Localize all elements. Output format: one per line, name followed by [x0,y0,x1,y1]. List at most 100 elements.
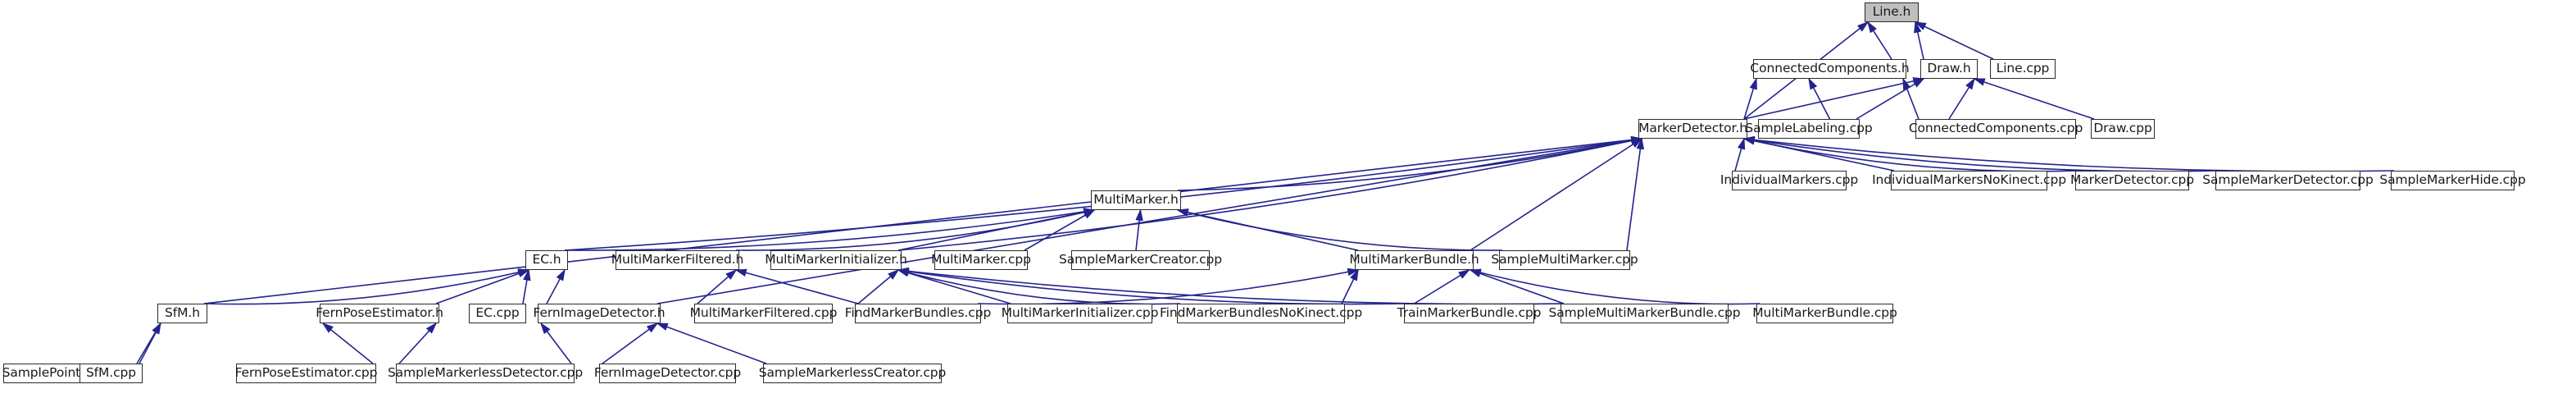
graph-node-label: MultiMarkerBundle.h [1349,252,1479,268]
graph-node-multimarker-h[interactable]: MultiMarker.h [1091,190,1181,210]
graph-node-sfm-cpp[interactable]: SfM.cpp [80,364,143,383]
graph-node-label: SampleMarkerlessDetector.cpp [387,365,584,381]
graph-node-multimarkerfiltered-cpp[interactable]: MultiMarkerFiltered.cpp [690,304,837,323]
graph-node-label: MultiMarkerInitializer.cpp [1001,305,1159,321]
graph-node-line-cpp[interactable]: Line.cpp [1990,59,2056,79]
graph-node-multimarkerfiltered-h[interactable]: MultiMarkerFiltered.h [611,250,743,270]
graph-node-label: FernPoseEstimator.h [316,305,443,321]
graph-node-label: TrainMarkerBundle.cpp [1397,305,1542,321]
graph-edge [735,208,1096,251]
graph-edge [897,268,1181,305]
graph-edge [139,322,161,364]
graph-node-multimarkerbundle-cpp[interactable]: MultiMarkerBundle.cpp [1752,304,1897,323]
graph-node-markerdetector-cpp[interactable]: MarkerDetector.cpp [2070,171,2194,190]
graph-edge [398,322,438,364]
graph-node-label: MultiMarker.h [1093,192,1179,208]
graph-edge [1469,268,1760,305]
graph-node-samplemultimarker-cpp[interactable]: SampleMultiMarker.cpp [1491,250,1638,270]
graph-edge [1341,268,1359,304]
graph-node-samplemarkerlesscreator-cpp[interactable]: SampleMarkerlessCreator.cpp [759,364,946,383]
graph-node-label: SfM.h [165,305,200,321]
graph-edge [564,208,1096,251]
graph-node-label: FernPoseEstimator.cpp [234,365,378,381]
graph-node-label: Draw.cpp [2093,121,2152,136]
graph-node-sfm-h[interactable]: SfM.h [157,304,207,323]
graph-edge [897,269,1011,304]
graph-node-fernposeestimator-h[interactable]: FernPoseEstimator.h [316,304,443,323]
graph-edge [857,268,900,304]
graph-node-individualmarkersnokinect-cpp[interactable]: IndividualMarkersNoKinect.cpp [1872,171,2066,190]
graph-edge [1902,77,1920,120]
graph-node-samplemarkercreator-cpp[interactable]: SampleMarkerCreator.cpp [1059,250,1222,270]
graph-node-label: FernImageDetector.cpp [593,365,742,381]
graph-node-findmarkerbundles-cpp[interactable]: FindMarkerBundles.cpp [845,304,991,323]
graph-node-ec-h[interactable]: EC.h [525,250,568,270]
graph-edge [1626,137,1645,251]
graph-node-samplemarkerhide-cpp[interactable]: SampleMarkerHide.cpp [2379,171,2526,190]
graph-node-label: ConnectedComponents.cpp [1908,121,2083,136]
graph-node-label: EC.h [532,252,561,268]
graph-node-fernimagedetector-cpp[interactable]: FernImageDetector.cpp [594,364,741,383]
graph-node-multimarkerinitializer-h[interactable]: MultiMarkerInitializer.h [765,250,907,270]
graph-edge [203,268,530,305]
graph-node-label: MarkerDetector.cpp [2069,172,2195,188]
graph-edge [656,323,767,364]
graph-edge [435,269,530,304]
graph-node-line-h[interactable]: Line.h [1865,2,1919,22]
graph-node-label: SampleMarkerDetector.cpp [2202,172,2374,188]
graph-node-label: Draw.h [1927,61,1971,76]
graph-edge [546,268,566,304]
graph-edge [1742,136,1895,172]
graph-node-individualmarkers-cpp[interactable]: IndividualMarkers.cpp [1720,171,1858,190]
graph-node-fernimagedetector-h[interactable]: FernImageDetector.h [533,304,666,323]
graph-edge [734,268,859,304]
graph-node-label: MarkerDetector.h [1638,121,1747,136]
graph-node-draw-h[interactable]: Draw.h [1920,59,1978,79]
graph-node-label: SampleMarkerHide.cpp [2379,172,2526,188]
graph-edge [897,268,1408,305]
graph-node-connectedcomponents-h[interactable]: ConnectedComponents.h [1750,59,1910,79]
graph-node-fernposeestimator-cpp[interactable]: FernPoseEstimator.cpp [235,364,378,383]
graph-node-draw-cpp[interactable]: Draw.cpp [2091,119,2155,139]
graph-node-samplelabeling-cpp[interactable]: SampleLabeling.cpp [1745,119,1873,139]
graph-node-connectedcomponents-cpp[interactable]: ConnectedComponents.cpp [1909,119,2083,139]
graph-node-samplemultimarkerbundle-cpp[interactable]: SampleMultiMarkerBundle.cpp [1549,304,1741,323]
graph-edge [321,322,374,364]
graph-edge [1856,78,1925,120]
graph-node-label: MultiMarkerFiltered.cpp [689,305,838,321]
graph-node-label: IndividualMarkersNoKinect.cpp [1872,172,2066,188]
graph-node-multimarkerbundle-h[interactable]: MultiMarkerBundle.h [1349,250,1479,270]
graph-edge [1808,77,1831,120]
graph-edge [697,268,738,304]
graph-node-ec-cpp[interactable]: EC.cpp [469,304,526,323]
graph-node-label: Line.cpp [1996,61,2050,76]
graph-edge [1742,135,2395,172]
graph-node-multimarkerinitializer-cpp[interactable]: MultiMarkerInitializer.cpp [1002,304,1159,323]
graph-node-label: SampleMultiMarkerBundle.cpp [1548,305,1741,321]
graph-edge [136,322,161,364]
graph-node-samplemarkerdetector-cpp[interactable]: SampleMarkerDetector.cpp [2202,171,2374,190]
graph-edge [977,268,1360,305]
graph-edge [522,268,531,304]
graph-node-label: SfM.cpp [85,365,137,381]
graph-edge [897,267,1565,305]
graph-node-label: FindMarkerBundlesNoKinect.cpp [1159,305,1363,321]
graph-edge [656,136,1643,304]
graph-node-markerdetector-h[interactable]: MarkerDetector.h [1638,119,1747,139]
graph-edge [1743,77,1925,120]
graph-node-multimarker-cpp[interactable]: MultiMarker.cpp [931,250,1031,270]
graph-edge [1734,137,1746,172]
graph-edge [203,135,1643,304]
graph-edge [540,322,572,364]
graph-edge [1176,208,1503,251]
graph-edge [1742,136,2219,172]
graph-node-findmarkerbundlesnokinect-cpp[interactable]: FindMarkerBundlesNoKinect.cpp [1160,304,1362,323]
graph-node-label: MultiMarkerBundle.cpp [1752,305,1897,321]
graph-edge [1469,269,1565,304]
graph-node-trainmarkerbundle-cpp[interactable]: TrainMarkerBundle.cpp [1397,304,1541,323]
graph-node-samplemarkerlessdetector-cpp[interactable]: SampleMarkerlessDetector.cpp [388,364,583,383]
graph-edge [897,136,1643,251]
graph-edge [1973,78,2095,120]
graph-node-label: IndividualMarkers.cpp [1720,172,1859,188]
